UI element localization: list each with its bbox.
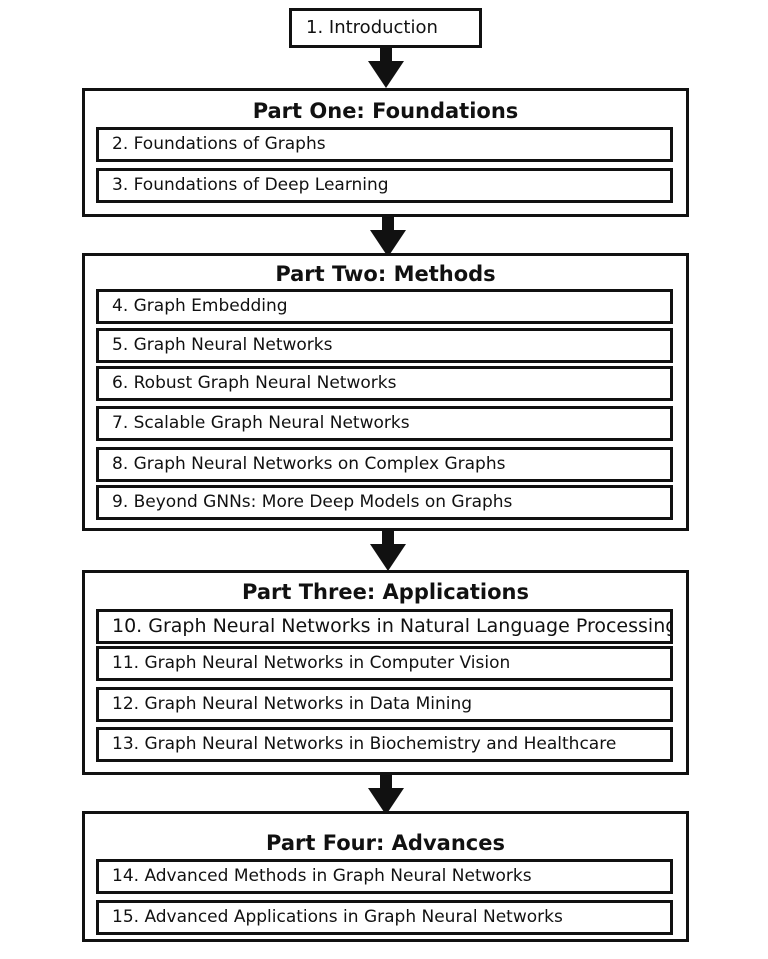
part-three-box: Part Three: Applications 10. Graph Neura… [82, 570, 689, 775]
intro-box: 1. Introduction [289, 8, 482, 48]
chapter-2: 2. Foundations of Graphs [96, 127, 673, 162]
chapter-15: 15. Advanced Applications in Graph Neura… [96, 900, 673, 935]
chapter-10: 10. Graph Neural Networks in Natural Lan… [96, 609, 673, 644]
chapter-9: 9. Beyond GNNs: More Deep Models on Grap… [96, 485, 673, 520]
chapter-5: 5. Graph Neural Networks [96, 328, 673, 363]
chapter-11: 11. Graph Neural Networks in Computer Vi… [96, 646, 673, 681]
chapter-3: 3. Foundations of Deep Learning [96, 168, 673, 203]
chapter-8: 8. Graph Neural Networks on Complex Grap… [96, 447, 673, 482]
part-three-title: Part Three: Applications [242, 580, 529, 604]
part-two-box: Part Two: Methods 4. Graph Embedding 5. … [82, 253, 689, 531]
down-arrow-icon [368, 774, 404, 815]
intro-label: 1. Introduction [306, 17, 438, 38]
chapter-6: 6. Robust Graph Neural Networks [96, 366, 673, 401]
part-one-title: Part One: Foundations [252, 99, 519, 123]
down-arrow-icon [368, 47, 404, 88]
down-arrow-icon [370, 530, 406, 571]
part-four-title: Part Four: Advances [266, 831, 505, 855]
part-four-box: Part Four: Advances 14. Advanced Methods… [82, 811, 689, 942]
chapter-13: 13. Graph Neural Networks in Biochemistr… [96, 727, 673, 762]
chapter-14: 14. Advanced Methods in Graph Neural Net… [96, 859, 673, 894]
chapter-12: 12. Graph Neural Networks in Data Mining [96, 687, 673, 722]
down-arrow-icon [370, 216, 406, 257]
chapter-7: 7. Scalable Graph Neural Networks [96, 406, 673, 441]
chapter-4: 4. Graph Embedding [96, 289, 673, 324]
part-one-box: Part One: Foundations 2. Foundations of … [82, 88, 689, 217]
part-two-title: Part Two: Methods [275, 262, 496, 286]
